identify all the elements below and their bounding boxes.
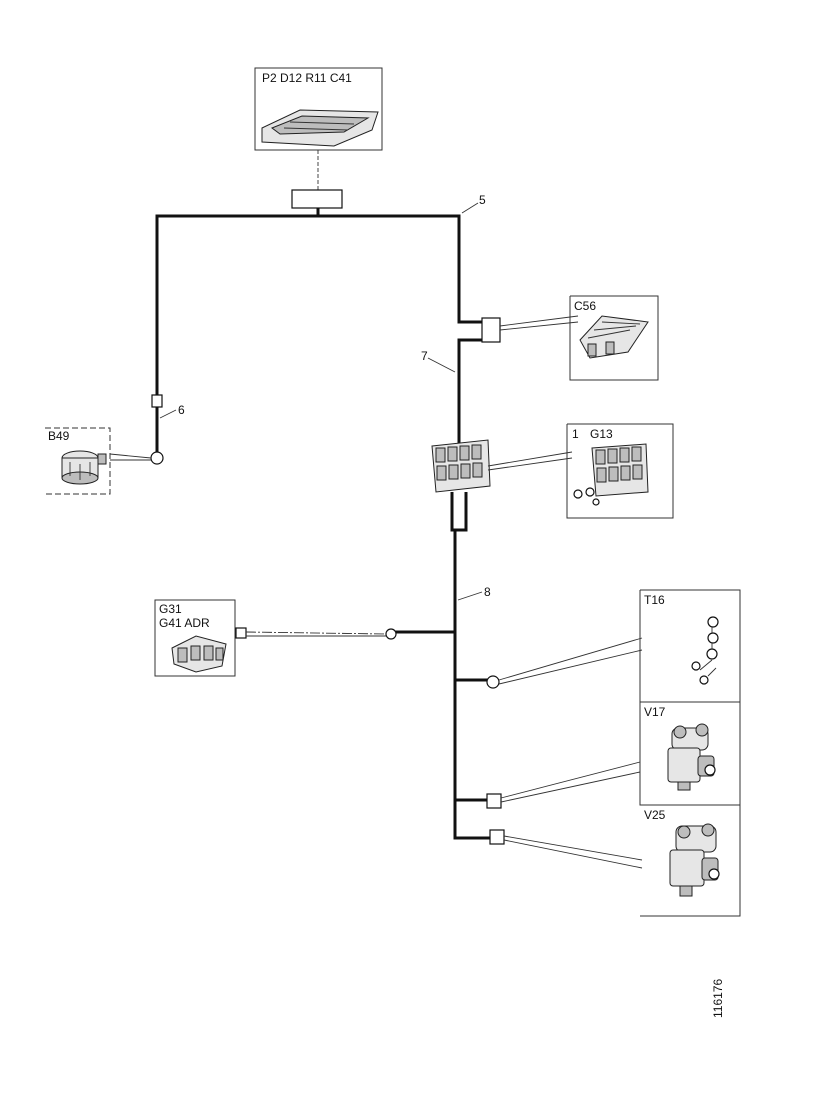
b49-component: B49 — [45, 427, 152, 495]
central-relay-block — [431, 439, 491, 493]
figure-number: 116176 — [711, 979, 725, 1018]
t16-lead-b — [498, 649, 643, 685]
g31-icon — [171, 635, 227, 673]
v25-lead-a — [503, 835, 643, 861]
harness-8-number: 8 — [484, 585, 491, 599]
v17-label: V17 — [644, 705, 666, 719]
c56-frame — [569, 295, 659, 381]
t16-harness-connector — [486, 675, 500, 689]
v17-harness-connector — [486, 793, 502, 809]
g13-lead-a — [487, 451, 573, 467]
harness-5-pointer — [461, 202, 479, 214]
harness-7-wire — [457, 338, 482, 445]
v25-harness-connector — [489, 829, 505, 845]
t16-icon — [691, 616, 719, 685]
c56-lead-a — [499, 315, 579, 327]
harness-8-pointer — [457, 591, 483, 601]
g31-label: G31 — [159, 602, 182, 616]
g13-component: 1 G13 — [487, 423, 674, 519]
harness-8-loop — [450, 492, 468, 532]
control-unit-box: P2 D12 R11 C41 — [254, 67, 383, 209]
c56-lead-b — [499, 321, 579, 331]
harness-8-trunk — [453, 530, 490, 840]
v25-component: V25 — [489, 804, 741, 917]
b49-connector — [150, 451, 164, 465]
c56-icon — [579, 315, 649, 359]
v25-frame — [640, 804, 741, 917]
harness-6-inline-connector — [151, 394, 163, 408]
v17-lead-b — [500, 771, 641, 803]
v17-lead-a — [500, 761, 641, 799]
v25-lead-b — [503, 839, 643, 869]
control-unit-connector — [291, 189, 343, 209]
harness-6: 6 — [150, 394, 185, 465]
g31-lead-a — [245, 631, 387, 635]
harness-5-number: 5 — [479, 193, 486, 207]
control-unit-frame — [254, 67, 383, 151]
g13-label: G13 — [590, 427, 613, 441]
c56-label: C56 — [574, 299, 596, 313]
harness-7-pointer — [427, 357, 456, 373]
t16-component: T16 — [486, 589, 741, 703]
harness-6-pointer — [159, 409, 177, 419]
g31-harness-connector — [385, 628, 397, 640]
g41-adr-label: G41 ADR — [159, 616, 210, 630]
b49-icon — [61, 450, 107, 485]
g13-frame — [566, 423, 674, 519]
g31-frame — [154, 599, 236, 677]
b49-label: B49 — [48, 429, 70, 443]
v25-valve-icon — [669, 823, 720, 897]
b49-lead-a — [109, 453, 152, 459]
g13-icon — [573, 443, 649, 506]
control-unit-icon — [261, 109, 379, 147]
v17-component: V17 — [486, 701, 741, 809]
v17-valve-icon — [667, 723, 716, 791]
v25-label: V25 — [644, 808, 666, 822]
c56-component: C56 — [499, 295, 659, 381]
harness-5: 5 — [155, 193, 486, 395]
harness-5-wire — [155, 214, 482, 395]
b49-frame — [45, 427, 111, 495]
harness-7-number: 7 — [421, 349, 428, 363]
g13-number: 1 — [572, 427, 579, 441]
c56-harness-connector — [481, 317, 501, 343]
harness-7: 7 — [421, 317, 501, 445]
g31-component: G31 G41 ADR — [154, 599, 397, 677]
g13-lead-b — [487, 457, 573, 471]
t16-label: T16 — [644, 593, 665, 607]
harness-8: 8 — [395, 492, 491, 840]
control-unit-label: P2 D12 R11 C41 — [262, 71, 352, 85]
t16-lead-a — [498, 637, 643, 681]
harness-6-number: 6 — [178, 403, 185, 417]
g31-terminal — [235, 627, 247, 639]
